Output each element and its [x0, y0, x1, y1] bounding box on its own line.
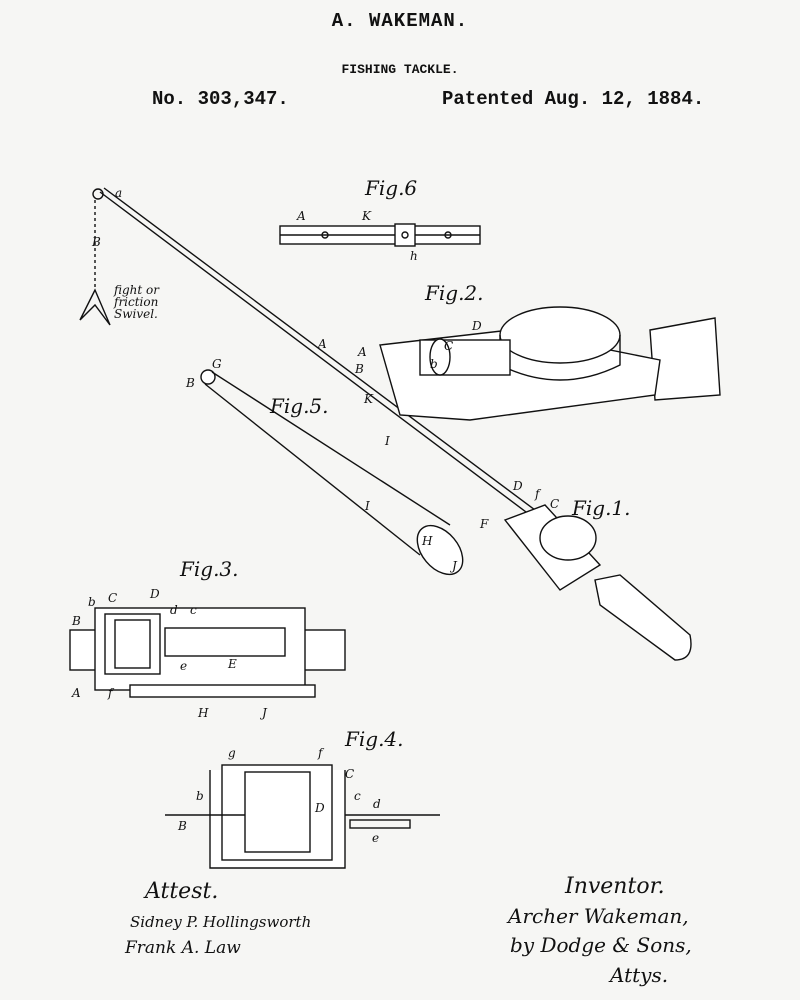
label: f: [534, 487, 542, 501]
label: I: [384, 434, 390, 448]
attorney-suffix: Attys.: [608, 963, 668, 987]
label: F: [479, 517, 489, 531]
attorney-signature: by Dodge & Sons,: [510, 933, 692, 957]
label: K: [361, 209, 372, 223]
label: J: [449, 559, 458, 573]
label: D: [314, 801, 325, 815]
label: c: [354, 789, 361, 803]
label: b: [88, 595, 96, 609]
figure-6: Fig.6 A K h: [279, 176, 481, 263]
label: A: [296, 209, 306, 223]
label: g: [228, 746, 236, 760]
label: e: [180, 659, 187, 673]
patent-date: Patented Aug. 12, 1884.: [442, 88, 705, 110]
patent-title: A. WAKEMAN.: [331, 10, 469, 32]
label: d: [170, 603, 178, 617]
label: H: [421, 534, 433, 548]
label: A: [317, 337, 327, 351]
label: C: [550, 497, 559, 511]
label: I: [364, 499, 370, 513]
figure-4-label: Fig.4.: [344, 727, 404, 751]
patent-number: No. 303,347.: [152, 88, 289, 110]
figure-1: a B fight or friction Swivel. A K I D f …: [79, 186, 692, 661]
swivel-note: Swivel.: [114, 307, 158, 321]
figure-5: Fig.5. G B I H J: [185, 357, 464, 576]
label: a: [115, 186, 122, 200]
label: B: [354, 362, 364, 376]
label: b: [430, 357, 438, 371]
swivel-note: fight or: [113, 283, 160, 297]
signatures: Attest. Sidney P. Hollingsworth Frank A.…: [124, 874, 692, 987]
attest-heading: Attest.: [143, 879, 218, 904]
witness-signature: Sidney P. Hollingsworth: [130, 913, 311, 931]
label: B: [177, 819, 187, 833]
label: d: [373, 797, 381, 811]
inventor-heading: Inventor.: [564, 874, 665, 899]
label: C: [345, 767, 354, 781]
figure-2-label: Fig.2.: [424, 281, 484, 305]
label: C: [444, 339, 453, 353]
label: B: [185, 376, 195, 390]
figure-3-label: Fig.3.: [179, 557, 239, 581]
label: h: [410, 249, 418, 263]
label: G: [212, 357, 222, 371]
label: A: [357, 345, 367, 359]
figure-3: Fig.3. b C D d c B e E A f H J: [69, 557, 346, 720]
label: c: [190, 603, 197, 617]
figure-2: Fig.2. D A B C b: [354, 281, 721, 421]
label: b: [196, 789, 204, 803]
figure-4: Fig.4. g f C b B D c d e: [165, 727, 440, 869]
label: f: [317, 746, 325, 760]
label: E: [227, 657, 237, 671]
label: D: [471, 319, 482, 333]
label: A: [71, 686, 81, 700]
label: D: [149, 587, 160, 601]
figure-6-label: Fig.6: [364, 176, 417, 200]
witness-signature: Frank A. Law: [124, 938, 241, 958]
label: f: [107, 686, 115, 700]
label: D: [512, 479, 523, 493]
label: K: [363, 392, 374, 406]
swivel-note: friction: [113, 295, 158, 309]
label: B: [71, 614, 81, 628]
label: J: [259, 706, 268, 720]
figure-1-label: Fig.1.: [571, 496, 631, 520]
label: H: [197, 706, 209, 720]
figure-5-label: Fig.5.: [269, 394, 329, 418]
label: e: [372, 831, 379, 845]
label: C: [108, 591, 117, 605]
label: B: [91, 235, 101, 249]
patent-subtitle: FISHING TACKLE.: [341, 62, 459, 77]
inventor-signature: Archer Wakeman,: [506, 904, 689, 928]
